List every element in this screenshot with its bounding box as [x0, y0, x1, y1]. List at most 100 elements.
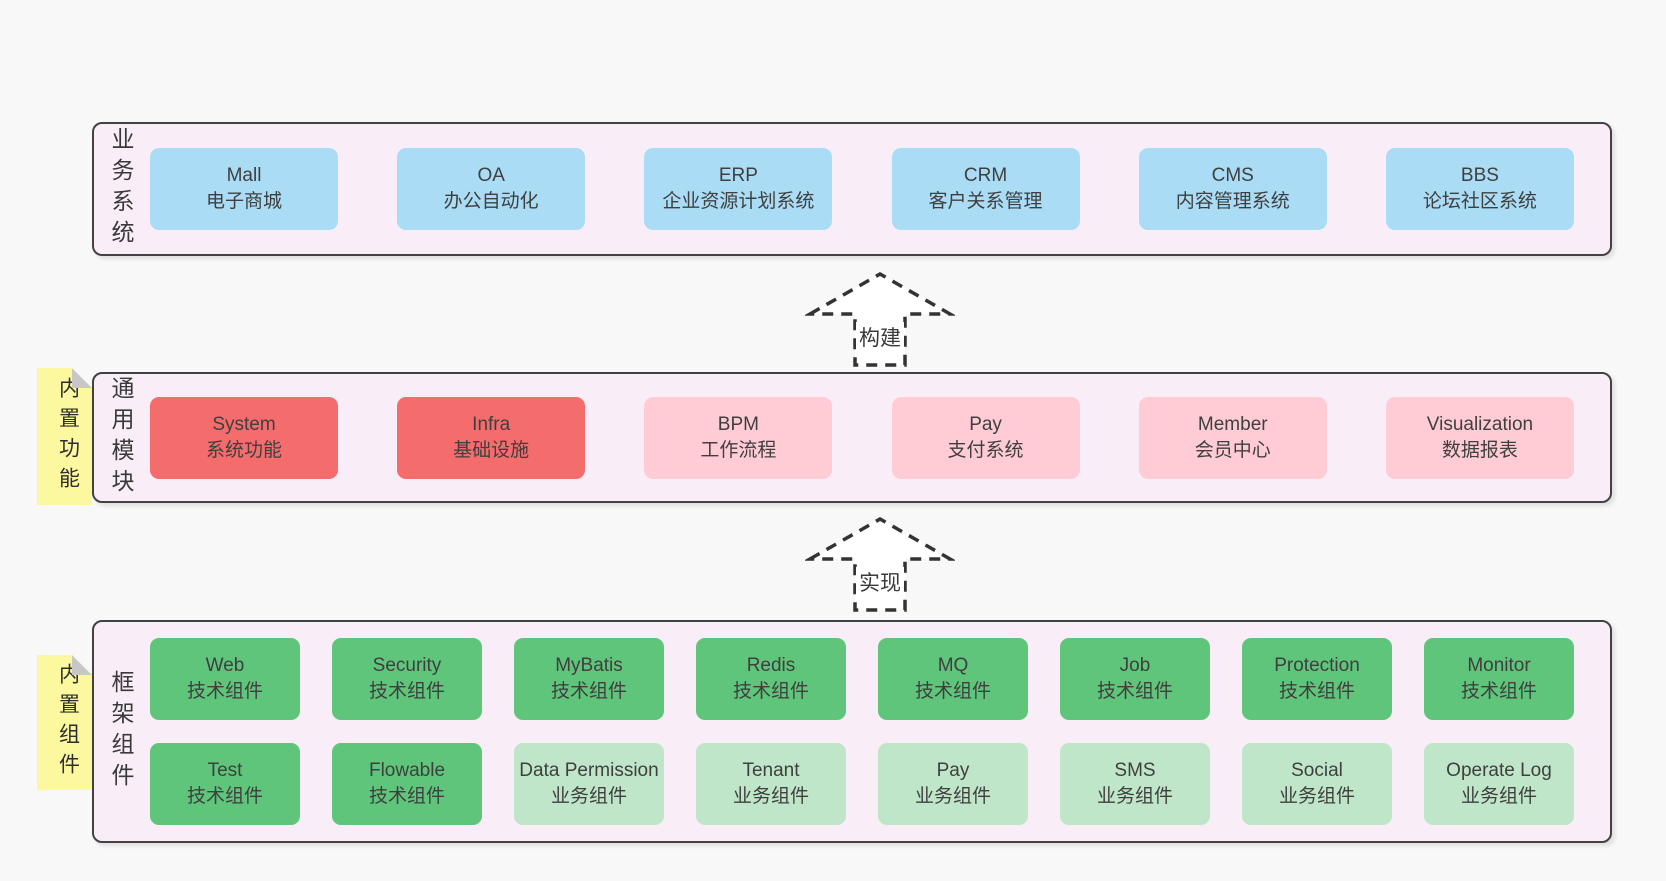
module-name: CMS: [1211, 165, 1254, 186]
implement-arrow-shape: [805, 516, 955, 612]
module-desc: 论坛社区系统: [1422, 191, 1537, 212]
module-name: Visualization: [1426, 413, 1534, 435]
module-box-flowable: Flowable 技术组件: [332, 743, 482, 825]
module-name: Social: [1291, 760, 1343, 781]
module-name: Security: [372, 655, 442, 676]
module-box-erp: ERP 企业资源计划系统: [644, 148, 833, 230]
module-name: ERP: [718, 165, 758, 186]
module-desc: 工作流程: [700, 439, 777, 461]
module-desc: 客户关系管理: [928, 191, 1043, 212]
module-desc: 技术组件: [186, 681, 263, 702]
module-name: Protection: [1274, 655, 1360, 676]
module-desc: 办公自动化: [443, 191, 539, 212]
module-box-pay: Pay 业务组件: [878, 743, 1028, 825]
module-box-operate-log: Operate Log 业务组件: [1424, 743, 1574, 825]
module-name: MQ: [937, 655, 969, 676]
module-name: OA: [477, 165, 505, 186]
module-desc: 业务组件: [550, 786, 627, 807]
module-name: SMS: [1114, 760, 1156, 781]
module-desc: 业务组件: [1278, 786, 1355, 807]
module-name: Mall: [226, 165, 262, 186]
module-name: Operate Log: [1446, 760, 1552, 781]
module-desc: 技术组件: [550, 681, 627, 702]
builtin-functions-note-text: 内置功能: [56, 376, 80, 497]
module-desc: 技术组件: [1278, 681, 1355, 702]
module-name: Redis: [746, 655, 796, 676]
module-name: MyBatis: [555, 655, 623, 676]
module-name: System: [212, 413, 276, 435]
module-desc: 技术组件: [1460, 681, 1537, 702]
module-desc: 业务组件: [1460, 786, 1537, 807]
module-desc: 技术组件: [732, 681, 809, 702]
module-name: Pay: [969, 413, 1002, 435]
module-box-tenant: Tenant 业务组件: [696, 743, 846, 825]
module-desc: 支付系统: [947, 439, 1024, 461]
module-box-pay: Pay 支付系统: [891, 396, 1080, 479]
module-box-redis: Redis 技术组件: [696, 638, 846, 720]
module-desc: 业务组件: [914, 786, 991, 807]
note-fold-icon: [72, 368, 92, 388]
module-box-test: Test 技术组件: [150, 743, 300, 825]
module-name: Pay: [936, 760, 970, 781]
builtin-components-note-text: 内置组件: [56, 662, 80, 783]
builtin-functions-note: 内置功能: [37, 368, 92, 505]
builtin-components-note: 内置组件: [37, 655, 92, 790]
module-box-social: Social 业务组件: [1242, 743, 1392, 825]
module-box-visualization: Visualization 数据报表: [1385, 396, 1574, 479]
module-name: CRM: [963, 165, 1008, 186]
build-arrow-shape: [805, 271, 955, 367]
module-box-job: Job 技术组件: [1060, 638, 1210, 720]
framework-components-label: 框架组件: [108, 669, 134, 794]
module-box-oa: OA 办公自动化: [397, 148, 586, 230]
common-modules-label: 通用模块: [108, 375, 134, 500]
module-box-security: Security 技术组件: [332, 638, 482, 720]
module-box-infra: Infra 基础设施: [397, 396, 586, 479]
module-box-system: System 系统功能: [150, 396, 338, 479]
module-box-data-permission: Data Permission 业务组件: [514, 743, 664, 825]
module-name: Flowable: [368, 760, 446, 781]
module-name: BBS: [1460, 165, 1499, 186]
module-box-mybatis: MyBatis 技术组件: [514, 638, 664, 720]
module-box-protection: Protection 技术组件: [1242, 638, 1392, 720]
business-systems-label: 业务系统: [108, 127, 134, 251]
module-box-crm: CRM 客户关系管理: [891, 148, 1080, 230]
module-desc: 技术组件: [368, 681, 445, 702]
implement-arrow-label: 实现: [856, 567, 904, 597]
module-name: Data Permission: [519, 760, 659, 781]
module-desc: 数据报表: [1441, 439, 1518, 461]
module-desc: 技术组件: [368, 786, 445, 807]
note-fold-icon: [72, 655, 92, 675]
module-box-cms: CMS 内容管理系统: [1138, 148, 1327, 230]
module-name: Web: [205, 655, 245, 676]
module-desc: 基础设施: [453, 439, 530, 461]
module-desc: 技术组件: [1096, 681, 1173, 702]
implement-arrow: 实现: [805, 513, 955, 613]
module-desc: 内容管理系统: [1175, 191, 1290, 212]
module-desc: 业务组件: [1096, 786, 1173, 807]
build-arrow: 构建: [805, 268, 955, 368]
build-arrow-label: 构建: [856, 322, 904, 352]
module-desc: 业务组件: [732, 786, 809, 807]
module-box-web: Web 技术组件: [150, 638, 300, 720]
module-name: Infra: [472, 413, 511, 435]
module-desc: 技术组件: [186, 786, 263, 807]
module-box-bbs: BBS 论坛社区系统: [1385, 148, 1574, 230]
module-name: Member: [1197, 413, 1268, 435]
module-name: Tenant: [742, 760, 800, 781]
module-name: Test: [207, 760, 243, 781]
module-desc: 企业资源计划系统: [662, 191, 815, 212]
module-desc: 系统功能: [205, 439, 282, 461]
module-name: Job: [1119, 655, 1151, 676]
